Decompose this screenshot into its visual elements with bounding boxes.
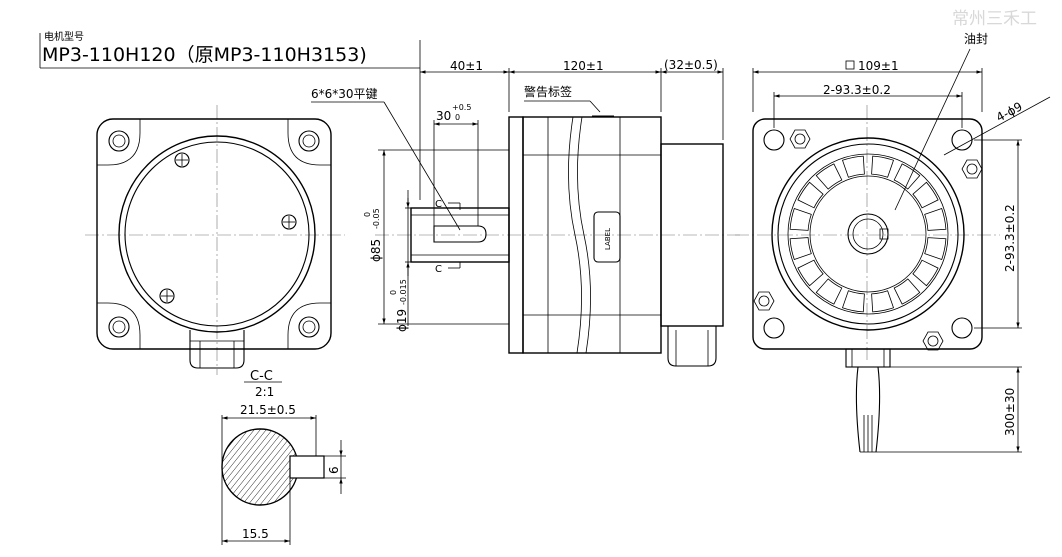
cooling-fin [912, 181, 939, 209]
hex-bolt-left [753, 291, 775, 311]
section-hatch-line [222, 429, 257, 505]
dim-key-length: 30 [436, 109, 451, 123]
cooling-fin [871, 290, 895, 313]
cooling-fin [893, 278, 921, 305]
front-view [85, 105, 345, 375]
section-hatch-line [222, 429, 227, 505]
section-hatch-line [122, 420, 202, 520]
dim-hole-pitch-vertical: 2-93.3±0.2 [1003, 204, 1017, 272]
label-tag: LABEL [604, 228, 612, 250]
section-dim-key: 6 [327, 466, 341, 474]
cooling-fin [789, 237, 812, 261]
section-hatch-line [247, 429, 298, 505]
rear-view: 109±1 油封 2-93.3±0.2 4-ϕ9 2-93.3±0.2 300±… [735, 32, 1051, 453]
dim-shaft-tol-lower: -0.015 [399, 279, 408, 305]
section-hatch-line [222, 429, 233, 505]
section-hatch-line [314, 420, 394, 520]
cooling-fin [789, 207, 812, 231]
cooling-fin [893, 163, 921, 190]
dim-shaft-diameter: ϕ19 [395, 309, 409, 332]
section-hatch-line [140, 420, 220, 520]
section-title: C-C [250, 369, 273, 384]
dim-rear-length: (32±0.5) [664, 58, 718, 72]
dim-square: 109±1 [858, 59, 899, 73]
cooling-fin [815, 278, 843, 305]
cooling-fin [912, 259, 939, 287]
section-hatch-line [222, 429, 269, 505]
callout-warning-label: 警告标签 [524, 84, 572, 99]
section-dim-depth: 15.5 [242, 527, 269, 541]
callout-oil-seal: 油封 [964, 32, 988, 46]
watermark: 常州三禾工 [952, 9, 1037, 29]
hex-bolt-top-right [961, 159, 983, 179]
dim-pilot-diameter: ϕ85 [369, 239, 383, 262]
cooling-fin [924, 237, 947, 261]
dim-body-length: 120±1 [563, 59, 604, 73]
dim-pilot-tol-upper: 0 [363, 212, 372, 217]
section-hatch-line [116, 420, 196, 520]
section-mark-top: C [435, 199, 442, 210]
dim-cable-length: 300±30 [1003, 388, 1017, 436]
cooling-fin [815, 163, 843, 190]
cooling-fin [797, 259, 824, 287]
model-name: MP3-110H120（原MP3-110H3153) [42, 44, 367, 66]
section-hatch-line [222, 429, 251, 505]
hex-bolt-bottom [922, 331, 944, 351]
section-hatch-line [222, 429, 245, 505]
cooling-fin [871, 155, 895, 178]
section-hatch-line [222, 429, 275, 505]
cooling-fin [924, 207, 947, 231]
model-header: 电机型号 MP3-110H120（原MP3-110H3153) [39, 30, 421, 69]
dim-pilot-tol-lower: -0.05 [372, 208, 381, 229]
cooling-fin [797, 181, 824, 209]
dim-key-tol-upper: +0.5 [452, 103, 471, 112]
dim-key-tol-lower: 0 [455, 113, 460, 122]
section-hatch-line [222, 429, 287, 505]
dim-holes: 4-ϕ9 [994, 99, 1025, 124]
section-hatch-line [222, 429, 263, 505]
section-hatch-line [222, 429, 281, 505]
dim-hole-pitch-horizontal: 2-93.3±0.2 [823, 83, 891, 97]
dim-shaft-tol-upper: 0 [389, 290, 398, 295]
callout-key: 6*6*30平键 [311, 87, 378, 101]
section-hatch-line [110, 420, 190, 520]
cooling-fin [841, 290, 865, 313]
section-scale: 2:1 [255, 385, 274, 399]
model-label: 电机型号 [44, 30, 84, 43]
section-hatch-line [222, 429, 239, 505]
section-hatch-line [128, 420, 208, 520]
dim-shaft-length: 40±1 [450, 59, 483, 73]
section-mark-bottom: C [435, 264, 442, 275]
hex-bolt-top [789, 129, 811, 149]
section-hatch-line [241, 429, 298, 505]
section-dim-width: 21.5±0.5 [240, 403, 296, 417]
section-view: C-C 2:1 21.5±0.5 6 15.5 [110, 369, 394, 545]
section-hatch-line [134, 420, 214, 520]
side-view: LABEL 40±1 120±1 (32±0.5) 6*6*30平键 30 +0… [311, 58, 740, 367]
cooling-fin [841, 155, 865, 178]
